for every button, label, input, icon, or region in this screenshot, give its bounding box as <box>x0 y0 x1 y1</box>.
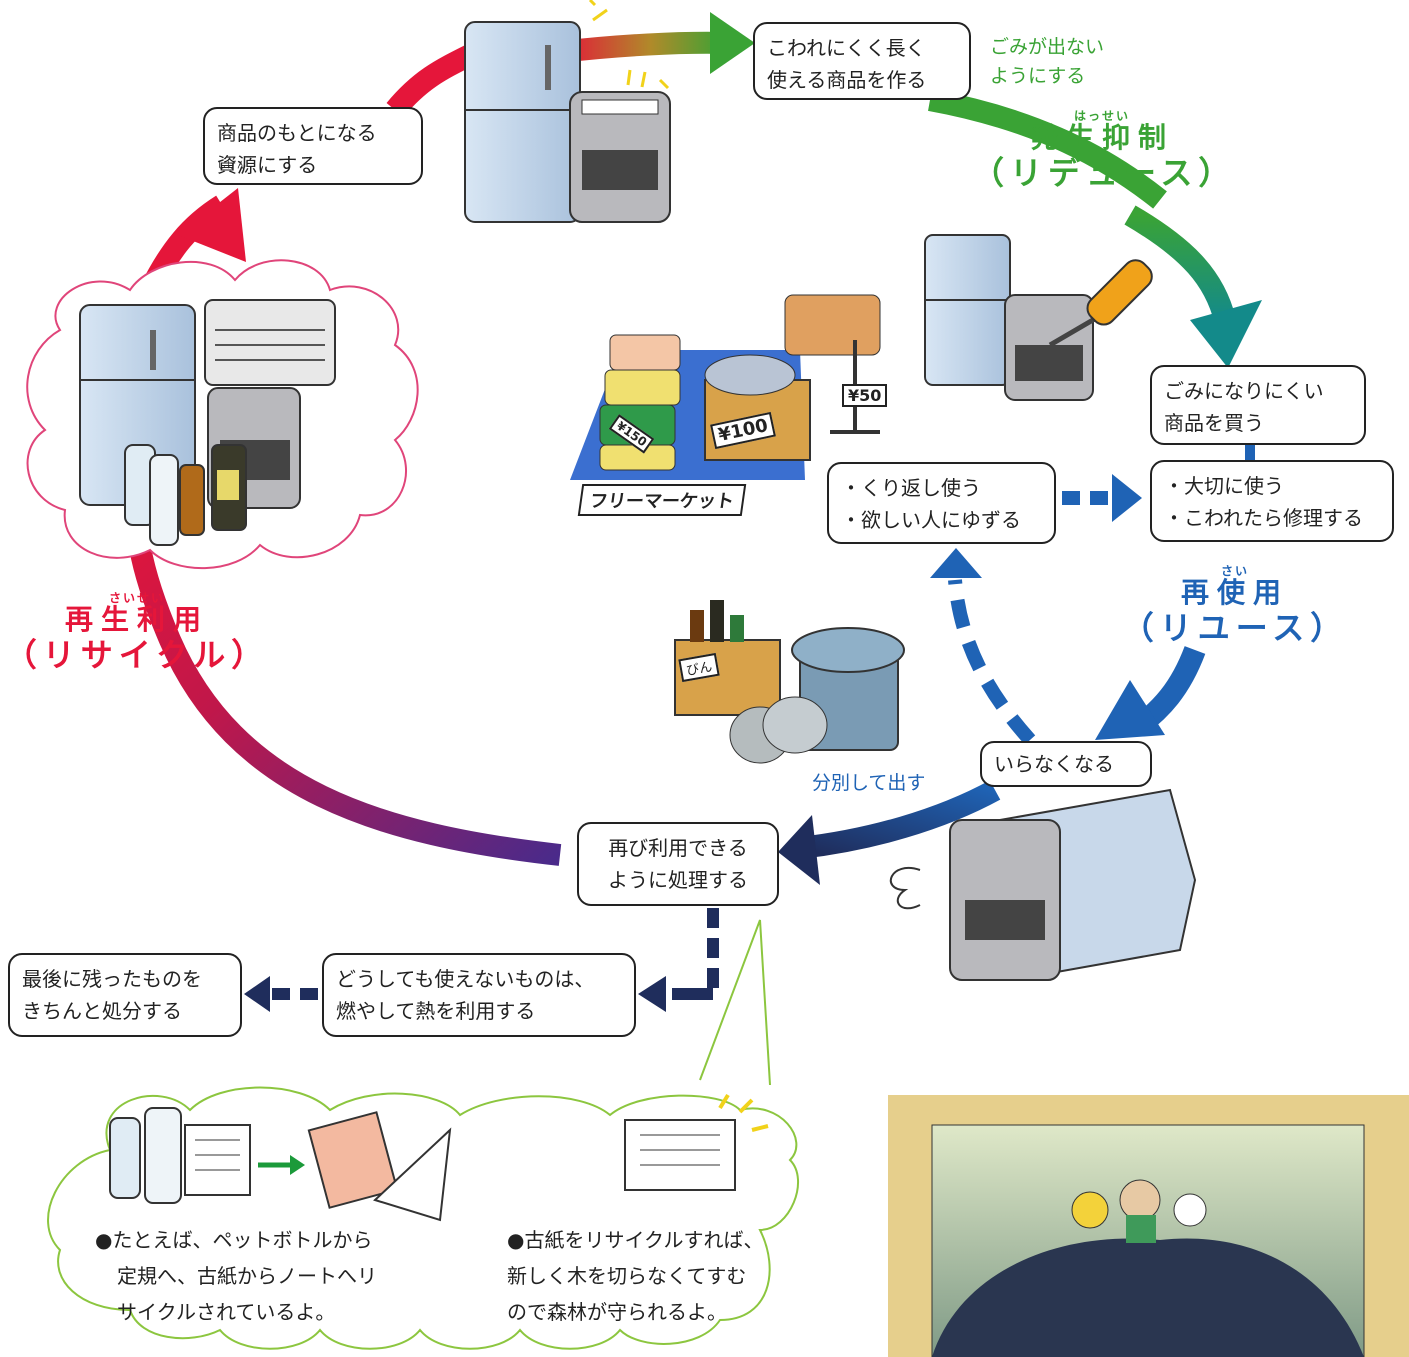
box-line: きちんと処分する <box>22 999 182 1023</box>
reuse-title: さい 再使用 （リユース） <box>1110 565 1360 647</box>
green-arrowhead-right <box>710 12 755 74</box>
durable-product-box: こわれにくく長く 使える商品を作る <box>753 22 971 100</box>
newspaper-icon <box>624 1119 736 1191</box>
burn-for-heat-box: どうしても使えないものは、 燃やして熱を利用する <box>322 953 636 1037</box>
cloud-line: 定規へ、古紙からノートへリ <box>117 1264 377 1288</box>
heater-icon <box>569 91 671 223</box>
notebook-ruler-icon <box>307 1111 452 1222</box>
blue-dashed-arrowhead-up <box>930 548 982 578</box>
reduce-title: はっせい 発生抑制 （リデュース） <box>972 110 1232 192</box>
shine-lines <box>588 0 670 90</box>
shine-lines <box>718 1093 769 1132</box>
bottles-icon <box>124 444 247 546</box>
process-for-reuse-box: 再び利用できる ように処理する <box>577 822 779 906</box>
box-line: 商品を買う <box>1164 411 1264 435</box>
box-line: 最後に残ったものを <box>22 967 202 991</box>
recycle-title: さいせい 再生利用 （リサイクル） <box>2 592 272 674</box>
care-repair-box: ・大切に使う ・こわれたら修理する <box>1150 460 1394 542</box>
cloud-line: サイクルされているよ。 <box>117 1300 336 1324</box>
sort-disposal-note: 分別して出す <box>812 772 926 794</box>
box-line: 燃やして熱を利用する <box>336 999 536 1023</box>
title-main: 再使用 <box>1180 576 1289 609</box>
bottles-icon <box>109 1107 182 1204</box>
price-tag-50: ¥50 <box>842 384 888 407</box>
box-line: 使える商品を作る <box>767 68 927 92</box>
anime-picture-frame <box>888 1095 1409 1357</box>
buy-low-waste-box: ごみになりにくい 商品を買う <box>1150 365 1366 445</box>
title-sub: （リサイクル） <box>4 636 270 674</box>
air-conditioner-icon <box>204 299 336 386</box>
box-line: ・くり返し使う <box>841 476 981 500</box>
furigana: しげん <box>217 161 248 171</box>
box-line: ・欲しい人にゆずる <box>841 508 1021 532</box>
title-furigana: はっせい <box>1073 109 1130 123</box>
box-line: いらなくなる <box>994 752 1114 776</box>
title-main: 再生利用 <box>64 603 209 636</box>
box-line: 商品のもとになる <box>217 121 377 145</box>
red-arrowhead-up <box>178 188 246 262</box>
title-furigana: さいせい <box>108 591 165 605</box>
flea-market-label: フリーマーケット <box>577 484 747 516</box>
recycle-example-right: ●古紙をリサイクルすれば、 新しく木を切らなくてすむ ので森林が守られるよ。 <box>507 1222 763 1330</box>
title-main: 発生抑制 <box>1029 121 1174 154</box>
fridge-icon <box>464 21 581 223</box>
reuse-actions-box: ・くり返し使う ・欲しい人にゆずる <box>827 462 1056 544</box>
final-disposal-box: 最後に残ったものを きちんと処分する <box>8 953 242 1037</box>
screwdriver-icon <box>1048 259 1153 348</box>
box-line: こわれにくく長く <box>767 36 926 60</box>
teal-arrowhead-down <box>1190 300 1262 368</box>
no-longer-needed-box: いらなくなる <box>980 741 1152 787</box>
box-line: ・こわれたら修理する <box>1164 506 1363 530</box>
recycle-example-left: ●たとえば、ペットボトルから 定規へ、古紙からノートへリ サイクルされているよ。 <box>95 1222 377 1330</box>
green-arrow-icon <box>258 1155 305 1175</box>
title-sub: （リデュース） <box>972 154 1237 192</box>
box-line: 再び利用できる <box>608 836 748 860</box>
box-line: どうしても使えないものは、 <box>336 967 595 991</box>
no-waste-note: ごみが出ない ようにする <box>990 36 1105 87</box>
cloud-line: ●古紙をリサイクルすれば、 <box>507 1228 764 1252</box>
newspaper-icon <box>184 1124 251 1196</box>
heater-icon <box>1004 294 1094 401</box>
navy-arrowhead-left <box>778 815 820 885</box>
box-line: ごみになりにくい <box>1164 379 1324 403</box>
box-line: ように処理する <box>608 868 748 892</box>
broken-appliances <box>889 788 1197 981</box>
make-resource-box: 商品のもとになる しげん資源にする <box>203 107 423 185</box>
cloud-line: ので森林が守られるよ。 <box>507 1300 727 1324</box>
garbage-bag-icon <box>729 696 828 764</box>
blue-arrowhead-down <box>1095 680 1165 740</box>
box-line: ・大切に使う <box>1164 474 1284 498</box>
fridge-icon <box>924 234 1011 386</box>
cloud-line: ●たとえば、ペットボトルから <box>95 1228 373 1252</box>
flea-market-illustration <box>570 294 881 480</box>
title-sub: （リユース） <box>1121 609 1349 647</box>
cloud-line: 新しく木を切らなくてすむ <box>507 1264 747 1288</box>
box-line: しげん資源にする <box>217 153 318 177</box>
title-furigana: さい <box>1220 564 1249 578</box>
